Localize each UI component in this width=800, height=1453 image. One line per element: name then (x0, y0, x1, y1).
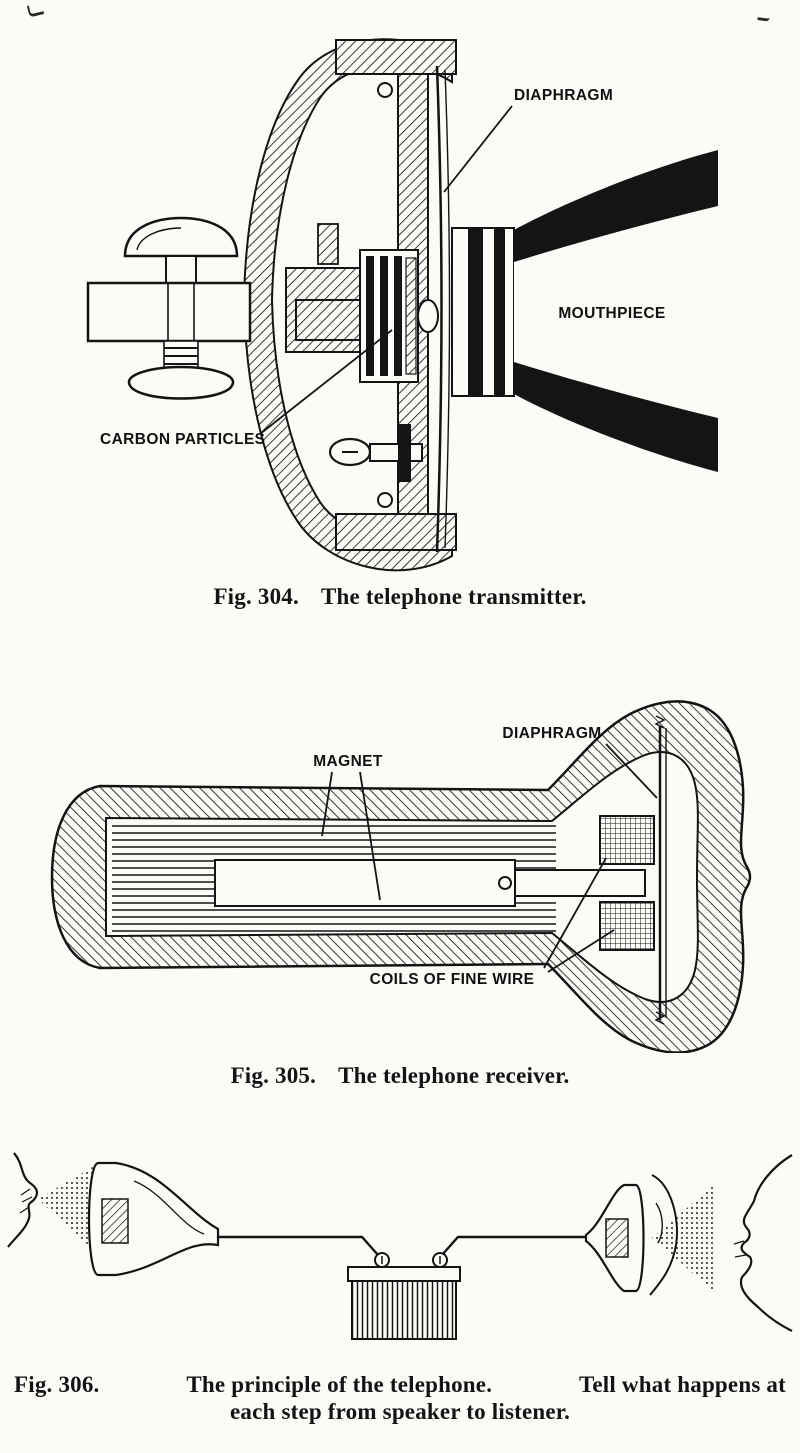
caption-305: Fig. 305. The telephone receiver. (0, 1063, 800, 1089)
leader-line-carbon (259, 329, 393, 435)
transmitter-unit (87, 1161, 220, 1277)
caption-text-306b: Tell what happens at (578, 1372, 786, 1397)
battery (347, 1252, 461, 1340)
figure-306: Fig. 306. The principle of the telephone… (0, 1141, 800, 1425)
caption-306-line1: Fig. 306. The principle of the telephone… (0, 1371, 800, 1398)
receiver-diaphragm (654, 715, 667, 1025)
listener-face (733, 1154, 793, 1332)
diaphragm-label: DIAPHRAGM (502, 725, 601, 742)
caption-306: Fig. 306. The principle of the telephone… (0, 1371, 800, 1425)
caption-text-304: The telephone transmitter. (320, 584, 587, 609)
magnet-bars (112, 825, 646, 932)
figure-number-306: Fig. 306. (14, 1372, 100, 1397)
listener-ear (649, 1174, 716, 1296)
figure-304: DIAPHRAGM MOUTHPIECE CARBON PARTICLES Fi… (0, 0, 800, 610)
scan-artifact (757, 9, 771, 22)
wire-coils (599, 815, 655, 951)
figure-number-305: Fig. 305. (230, 1063, 317, 1088)
sound-waves-left (38, 1165, 96, 1253)
figure-305: MAGNET DIAPHRAGM COILS OF FINE WIRE Fig.… (0, 668, 800, 1089)
caption-text-305: The telephone receiver. (338, 1063, 570, 1088)
mouthpiece-horn (451, 150, 718, 472)
coils-label: COILS OF FINE WIRE (370, 971, 535, 988)
caption-306-line2: each step from speaker to listener. (229, 1399, 571, 1424)
figure-number-304: Fig. 304. (213, 584, 299, 609)
carbon-chamber (285, 223, 439, 383)
receiver-unit (584, 1183, 645, 1293)
carbon-particles-label: CARBON PARTICLES (100, 431, 265, 448)
diaphragm-label: DIAPHRAGM (514, 87, 613, 104)
leader-lines (321, 743, 658, 973)
diagram-transmitter: DIAPHRAGM MOUTHPIECE CARBON PARTICLES (86, 38, 718, 572)
mounting-bolt (86, 216, 252, 400)
leader-line-diaphragm (443, 105, 513, 193)
diaphragm-plate (435, 65, 451, 553)
clamp-screw (328, 424, 423, 482)
line-wire (218, 1235, 586, 1256)
diagram-receiver: MAGNET DIAPHRAGM COILS OF FINE WIRE (50, 700, 752, 1053)
sound-waves-right (652, 1183, 716, 1293)
speaker-mouth (7, 1152, 96, 1253)
mouthpiece-label: MOUTHPIECE (558, 305, 665, 322)
diagram-telephone-principle (7, 1152, 793, 1340)
caption-text-306a: The principle of the telephone. (186, 1372, 493, 1397)
caption-304: Fig. 304. The telephone transmitter. (0, 584, 800, 610)
magnet-label: MAGNET (313, 753, 383, 770)
